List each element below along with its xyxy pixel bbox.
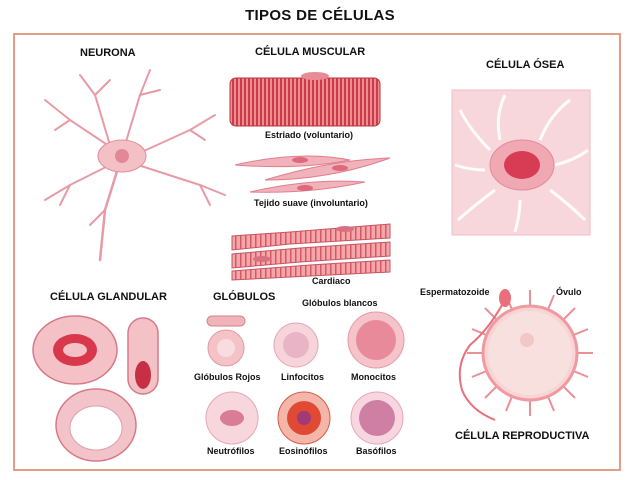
label-globulos-rojos: Glóbulos Rojos	[194, 372, 261, 382]
label-celula-glandular: CÉLULA GLANDULAR	[50, 291, 167, 303]
label-espermatozoide: Espermatozoide	[420, 287, 490, 297]
label-celula-muscular: CÉLULA MUSCULAR	[255, 46, 366, 58]
gland-cell-illustration	[32, 315, 159, 462]
label-eosinofilos: Eosinófilos	[279, 446, 328, 456]
page-title: TIPOS DE CÉLULAS	[245, 7, 395, 24]
striated-muscle-illustration	[229, 72, 381, 127]
label-neutrofilos: Neutrófilos	[207, 446, 255, 456]
label-basofilos: Basófilos	[356, 446, 397, 456]
reproductive-cell-illustration	[458, 289, 593, 421]
label-ovulo: Óvulo	[556, 287, 582, 297]
label-celula-osea: CÉLULA ÓSEA	[486, 59, 565, 71]
label-cardiaco: Cardiaco	[312, 276, 351, 286]
blood-cells-illustration	[205, 311, 405, 445]
smooth-muscle-illustration	[234, 155, 391, 193]
label-globulos: GLÓBULOS	[213, 291, 276, 303]
neuron-illustration	[44, 69, 226, 262]
label-tejido-suave: Tejido suave (involuntario)	[254, 198, 368, 208]
diagram-frame	[13, 33, 621, 471]
label-celula-reproductiva: CÉLULA REPRODUCTIVA	[455, 430, 590, 442]
neuron-nucleus	[115, 149, 129, 163]
label-estriado: Estriado (voluntario)	[265, 130, 354, 140]
label-linfocitos: Linfocitos	[281, 372, 324, 382]
label-globulos-blancos: Glóbulos blancos	[302, 298, 378, 308]
label-monocitos: Monocitos	[351, 372, 396, 382]
bone-cell-illustration	[451, 89, 591, 236]
cardiac-muscle-illustration	[231, 223, 391, 281]
label-neurona: NEURONA	[80, 47, 136, 59]
